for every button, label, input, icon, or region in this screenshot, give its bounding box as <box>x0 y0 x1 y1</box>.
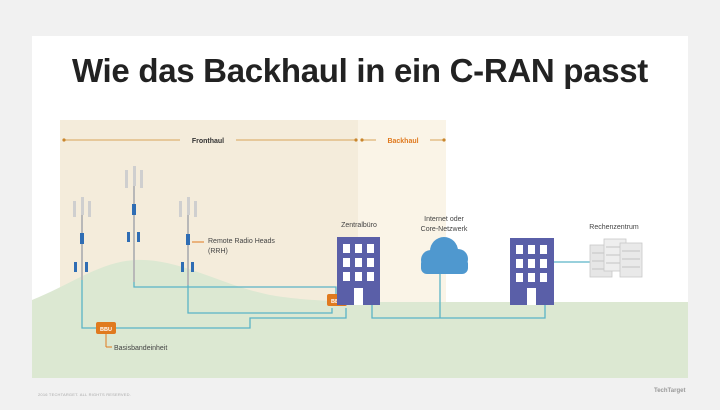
copyright-text: 2016 TECHTARGET. ALL RIGHTS RESERVED. <box>38 392 132 397</box>
cell-tower <box>73 197 91 280</box>
data-center-label: Rechenzentrum <box>589 224 639 231</box>
brand-logo: TechTarget <box>654 388 686 394</box>
fronthaul-links <box>81 262 347 329</box>
internet-label-line2: Core-Netzwerk <box>421 226 468 233</box>
rrh-label-line1: Remote Radio Heads <box>208 238 275 245</box>
cell-tower <box>179 197 197 285</box>
bbu-label: Basisbandeinheit <box>114 345 167 352</box>
rrh-unit <box>186 234 190 245</box>
bbu-badge-left: BBU <box>96 322 116 334</box>
svg-text:BBU: BBU <box>100 327 112 333</box>
office-building <box>510 238 554 305</box>
cloud-icon <box>421 237 468 274</box>
backhaul-label: Backhaul <box>387 138 418 145</box>
central-office-label: Zentralbüro <box>341 222 377 229</box>
central-office-building <box>337 237 380 305</box>
page-title: Wie das Backhaul in ein C-RAN passt <box>71 52 648 89</box>
rrh-unit <box>132 204 136 215</box>
ground-hill <box>32 259 688 378</box>
fronthaul-label: Fronthaul <box>192 138 224 145</box>
backhaul-indicator: Backhaul <box>360 134 446 146</box>
fronthaul-indicator: Fronthaul <box>62 134 358 146</box>
rrh-unit <box>80 233 84 244</box>
internet-label-line1: Internet oder <box>424 216 464 223</box>
data-center-servers <box>589 238 643 278</box>
cell-tower <box>125 166 143 282</box>
rrh-label-line2: (RRH) <box>208 248 228 255</box>
